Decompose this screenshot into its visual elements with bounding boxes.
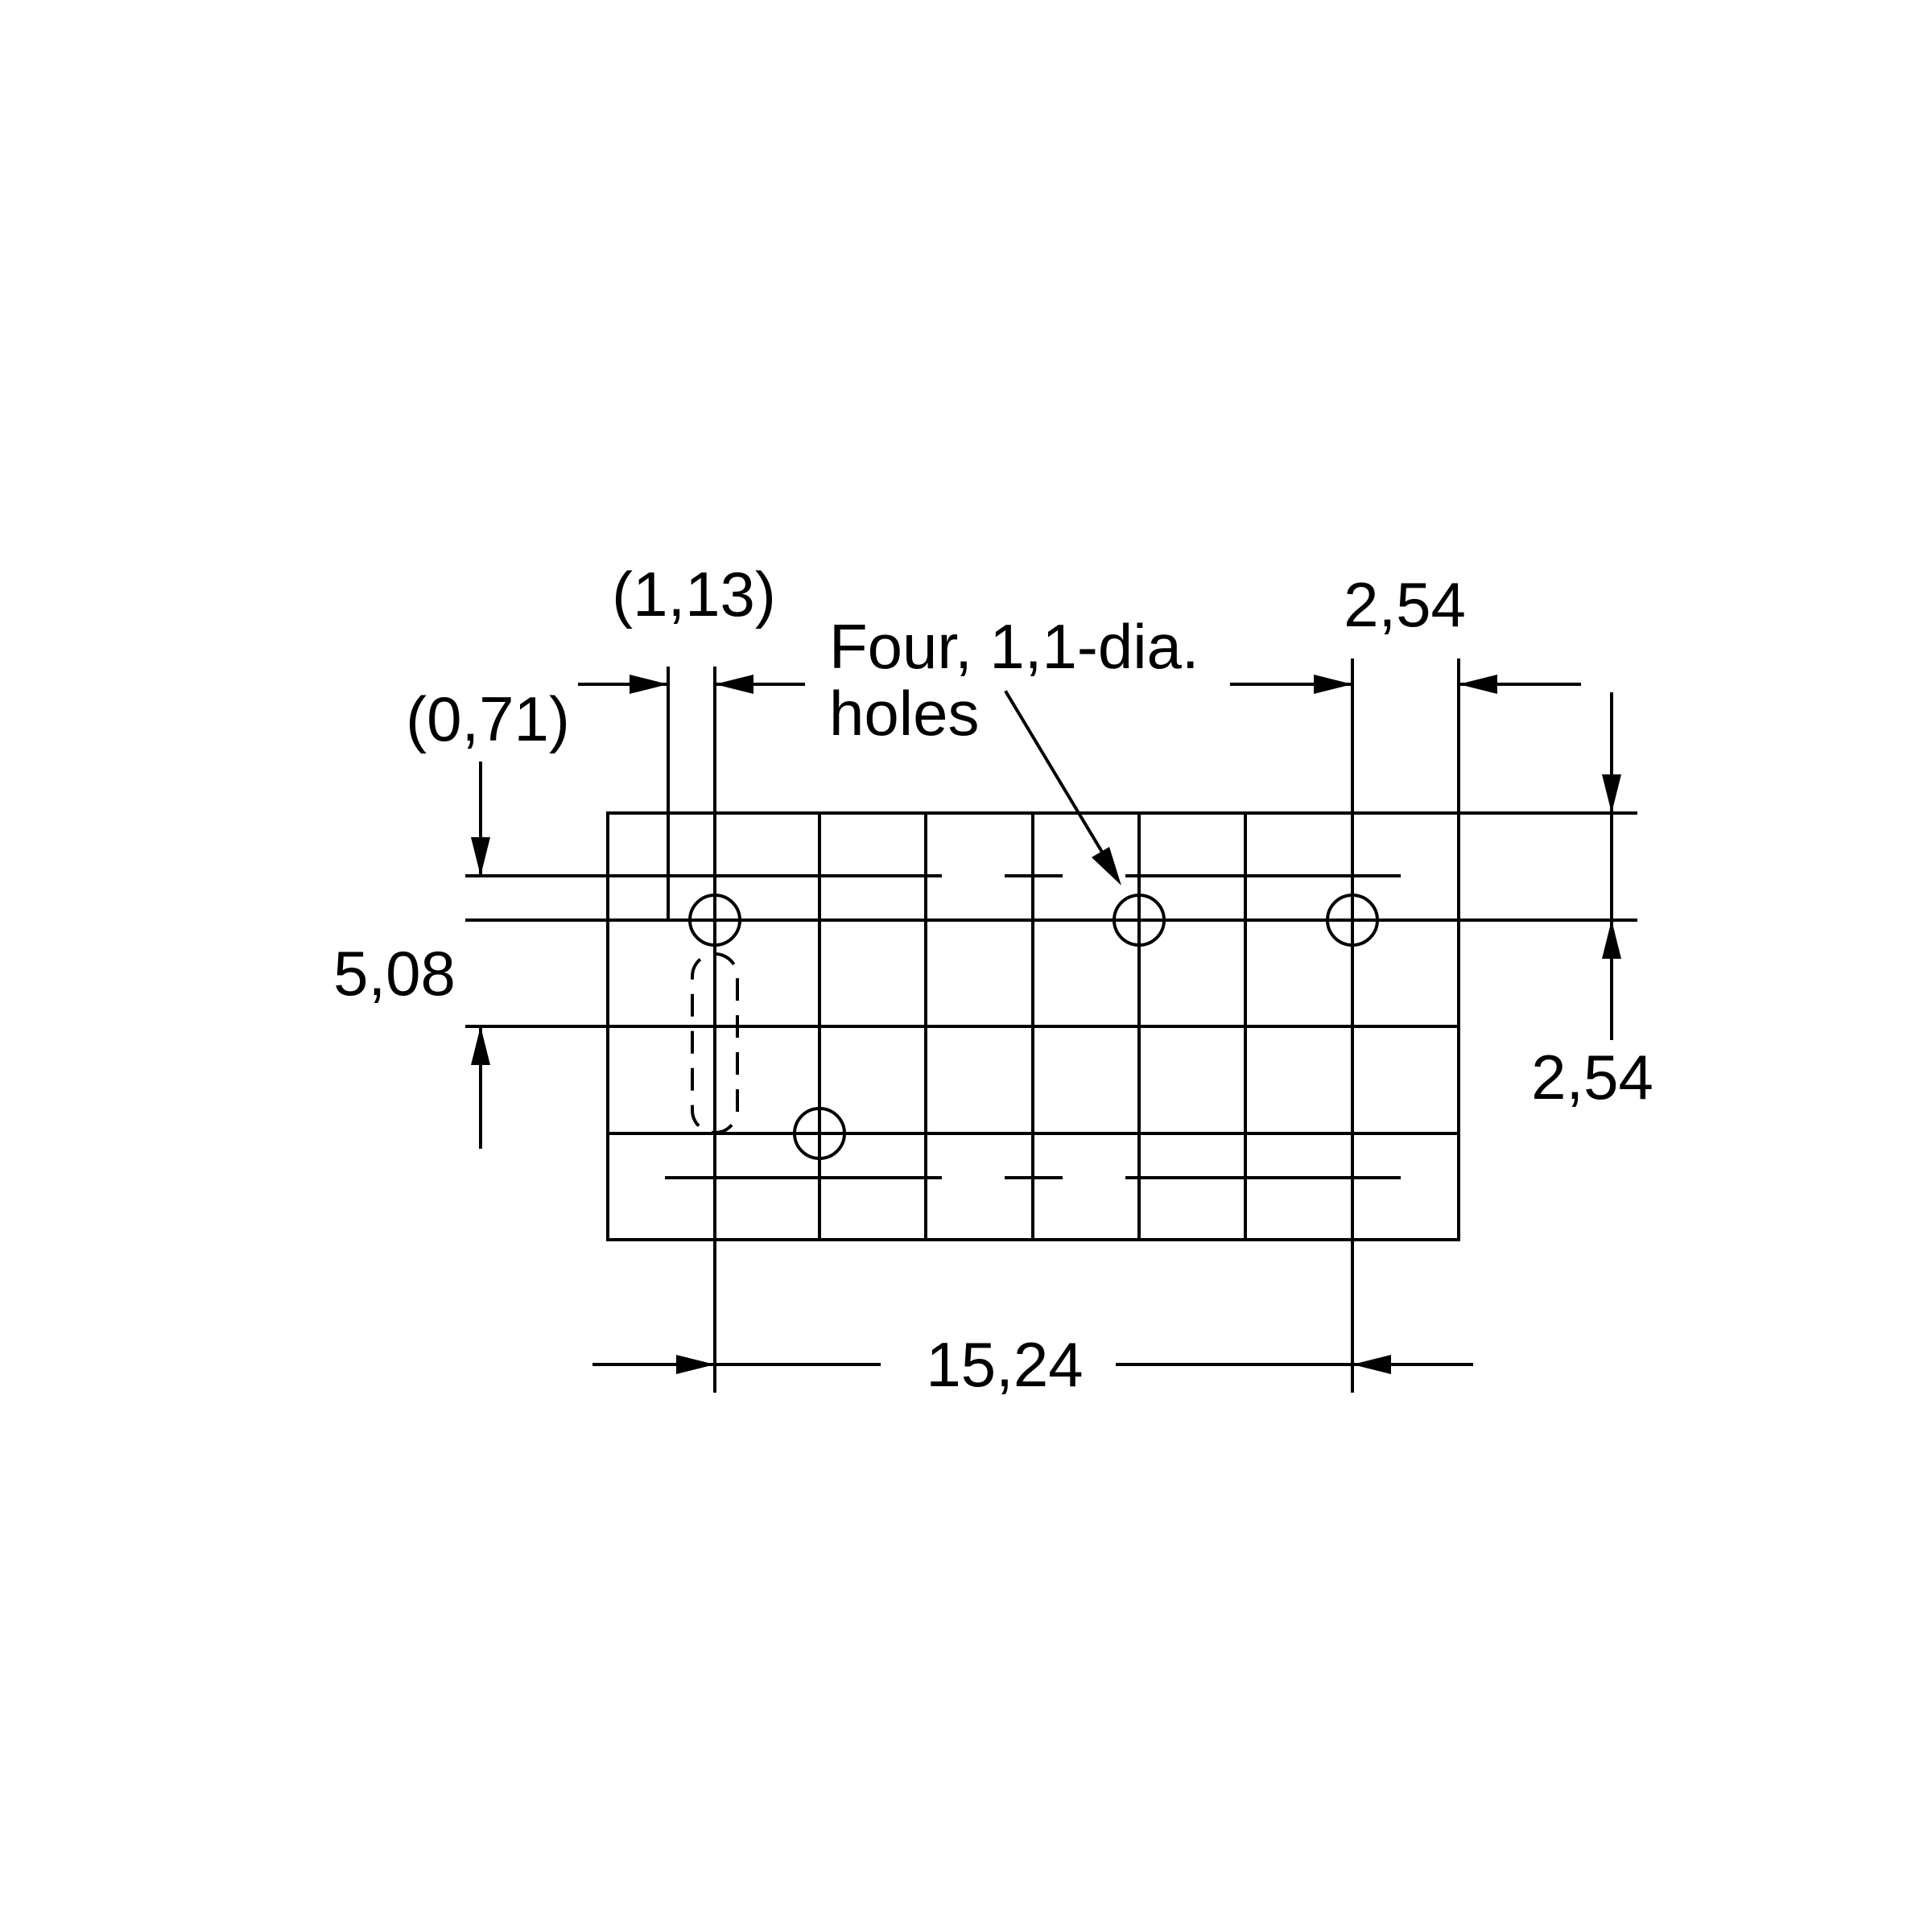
dim-span-1524: 15,24	[592, 1329, 1473, 1400]
dim-offset-071: (0,71)	[406, 683, 570, 877]
hole-2	[1113, 894, 1166, 947]
dim-113-label: (1,13)	[612, 559, 776, 630]
dim-508-arrow-bottom	[471, 1026, 490, 1065]
dim-pitch-side-arrow-top	[1602, 774, 1621, 813]
holes-callout-arrowhead	[1092, 847, 1121, 886]
dim-pitch-top-arrow-right	[1459, 675, 1497, 694]
dim-071-label: (0,71)	[406, 683, 570, 754]
dim-1524-arrow-right	[1352, 1355, 1391, 1374]
dim-1524-label: 15,24	[926, 1329, 1083, 1400]
hole-3	[1326, 894, 1379, 947]
extension-lines	[667, 658, 1637, 1393]
component-body	[465, 811, 1460, 1241]
holes-note-line2: holes	[829, 678, 979, 749]
dim-height-508: 5,08	[333, 938, 490, 1149]
dim-pitch-side-label: 2,54	[1531, 1042, 1653, 1113]
dim-pitch-side-arrow-bottom	[1602, 920, 1621, 959]
dim-1524-arrow-left	[676, 1355, 715, 1374]
dim-pitch-top-arrow-left	[1314, 675, 1352, 694]
hole-1	[688, 894, 741, 947]
dim-113-arrow-right	[715, 675, 753, 694]
holes-callout: Four, 1,1-dia. holes	[829, 611, 1199, 886]
hole-4	[793, 1107, 846, 1160]
dim-113-arrow-left	[630, 675, 668, 694]
dim-pitch-top: 2,54	[1230, 569, 1581, 694]
dashed-slot-outline	[691, 952, 739, 1134]
dim-pitch-side: 2,54	[1531, 692, 1653, 1113]
dim-071-arrow	[471, 837, 490, 876]
holes-note-line1: Four, 1,1-dia.	[829, 611, 1199, 682]
dim-508-label: 5,08	[333, 938, 456, 1009]
holes-callout-leader	[1004, 690, 1110, 864]
dim-pitch-top-label: 2,54	[1344, 569, 1466, 640]
dim-offset-113: (1,13)	[578, 559, 805, 694]
holes	[688, 894, 1379, 1160]
